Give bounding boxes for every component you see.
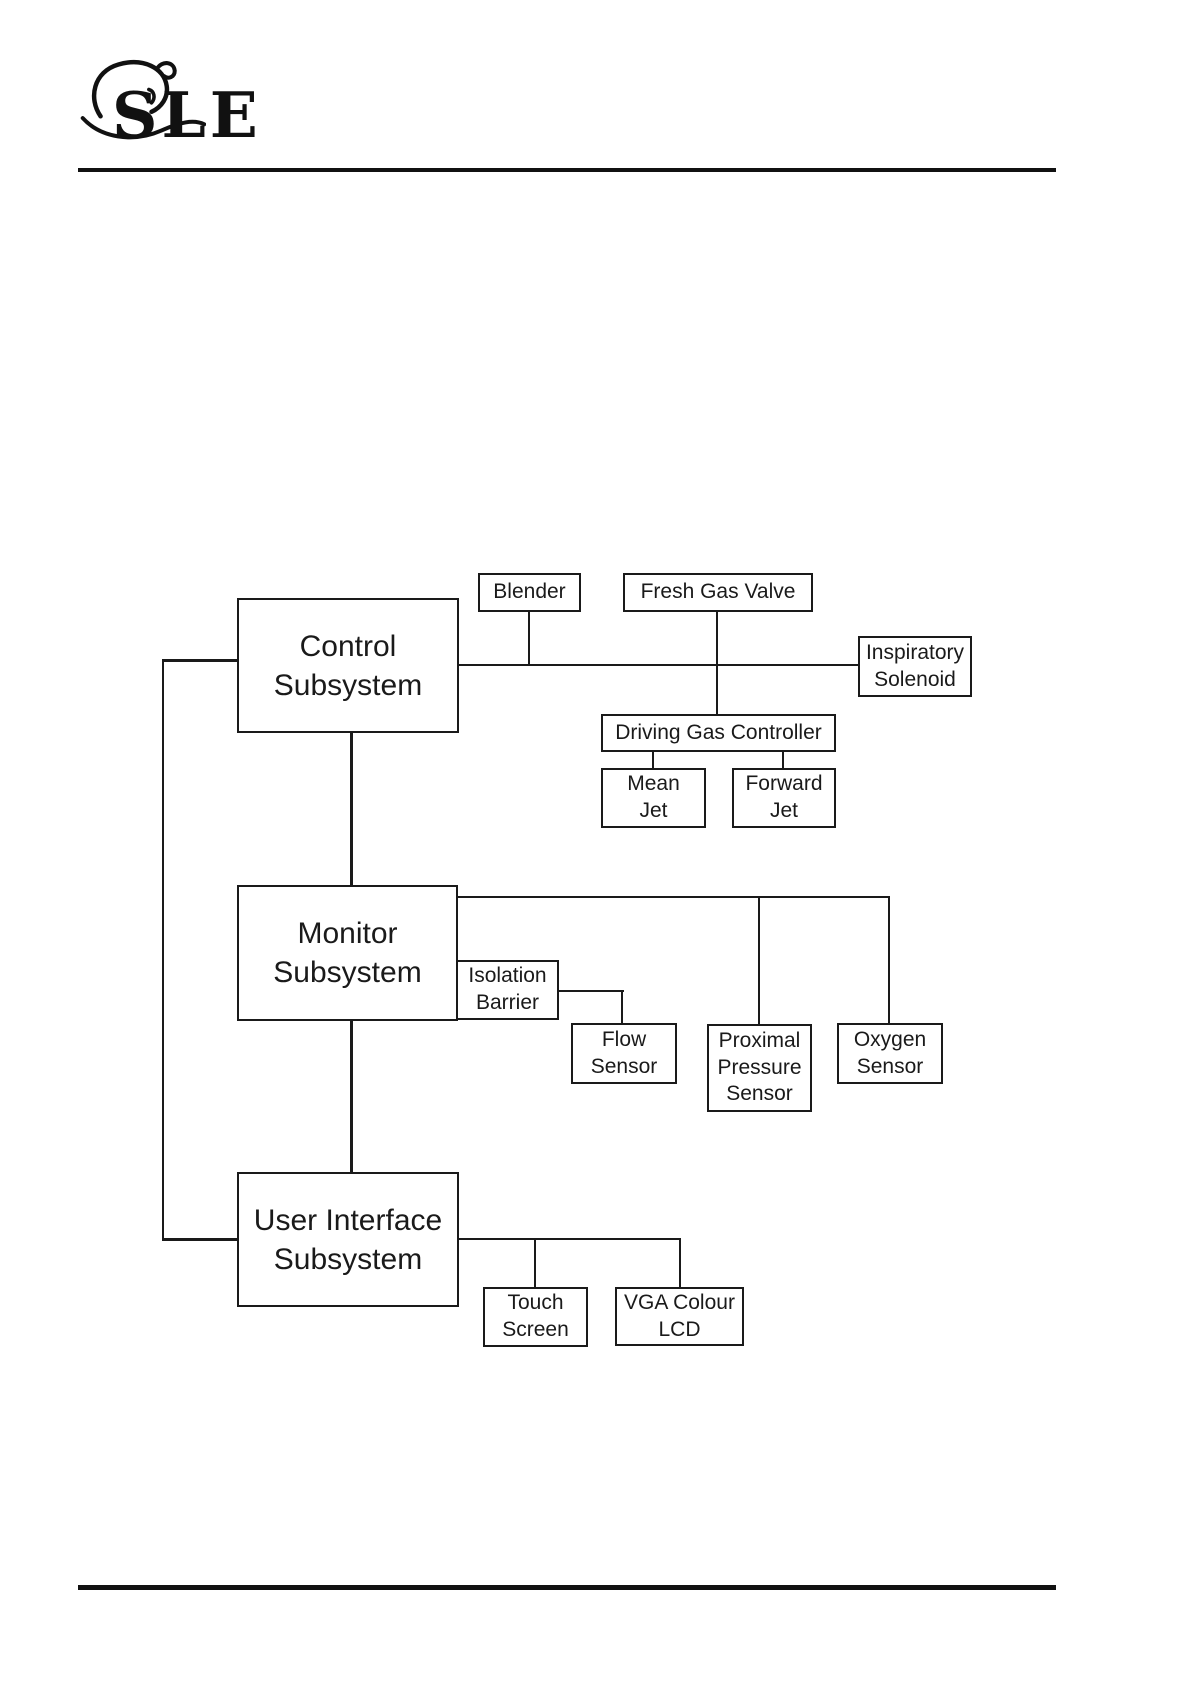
connector-control-bus [457, 664, 860, 666]
isolation-barrier-label-2: Barrier [475, 991, 539, 1014]
baby-face-icon [80, 60, 206, 140]
proximal-pressure-sensor-label-3: Sensor [726, 1082, 793, 1106]
connector-isolation-h [556, 990, 624, 992]
user-interface-subsystem-box: User Interface Subsystem [237, 1172, 459, 1307]
flow-sensor-label-2: Sensor [590, 1054, 658, 1078]
fresh-gas-valve-box: Fresh Gas Valve [623, 573, 813, 612]
isolation-barrier-label: Isolation [468, 964, 547, 988]
vga-colour-lcd-label-2: LCD [658, 1317, 701, 1341]
connector-bracket-vertical [162, 659, 164, 1241]
inspiratory-solenoid-box: Inspiratory Solenoid [858, 636, 972, 697]
user-interface-subsystem-label: User Interface [253, 1203, 443, 1237]
flow-sensor-label: Flow [601, 1027, 647, 1051]
mean-jet-label: Mean [627, 772, 680, 796]
blender-box: Blender [478, 573, 581, 612]
connector-vga-stub [679, 1238, 681, 1289]
header-rule [78, 168, 1056, 172]
connector-touch-stub [534, 1238, 536, 1289]
user-interface-subsystem-label-2: Subsystem [273, 1242, 423, 1276]
connector-bracket-top [162, 659, 239, 662]
monitor-subsystem-label: Monitor [297, 917, 398, 950]
forward-jet-box: Forward Jet [732, 768, 836, 828]
inspiratory-solenoid-label: Inspiratory [865, 640, 965, 664]
connector-ui-bus [457, 1238, 681, 1240]
isolation-barrier-box: Isolation Barrier [456, 960, 559, 1020]
inspiratory-solenoid-label-2: Solenoid [874, 667, 956, 691]
oxygen-sensor-label: Oxygen [853, 1027, 927, 1051]
proximal-pressure-sensor-label-2: Pressure [717, 1055, 802, 1079]
connector-fgv-dgc [716, 610, 718, 716]
driving-gas-controller-label: Driving Gas Controller [615, 720, 822, 744]
touch-screen-label: Touch [507, 1291, 564, 1315]
forward-jet-label-2: Jet [769, 799, 798, 822]
touch-screen-label-2: Screen [502, 1318, 569, 1341]
oxygen-sensor-label-2: Sensor [856, 1054, 924, 1078]
control-subsystem-box: Control Subsystem [237, 598, 459, 733]
connector-bracket-bottom [162, 1238, 239, 1241]
connector-mean-jet-stub [652, 750, 654, 770]
vga-colour-lcd-label: VGA Colour [624, 1290, 735, 1314]
connector-monitor-ui [350, 1021, 353, 1172]
proximal-pressure-sensor-label: Proximal [718, 1028, 801, 1052]
connector-oxygen-stub [888, 896, 890, 1025]
vga-colour-lcd-box: VGA Colour LCD [615, 1287, 744, 1346]
blender-label: Blender [493, 580, 566, 604]
control-subsystem-label: Control [299, 629, 397, 663]
flow-sensor-box: Flow Sensor [571, 1023, 677, 1084]
footer-rule [78, 1585, 1056, 1590]
connector-monitor-bus [456, 896, 890, 898]
sle-logo-text: SLE [112, 78, 262, 152]
connector-blender-stub [528, 610, 530, 666]
connector-forward-jet-stub [782, 750, 784, 770]
connector-control-monitor [350, 733, 353, 885]
mean-jet-box: Mean Jet [601, 768, 706, 828]
monitor-subsystem-box: Monitor Subsystem [237, 885, 458, 1021]
proximal-pressure-sensor-box: Proximal Pressure Sensor [707, 1024, 812, 1112]
oxygen-sensor-box: Oxygen Sensor [837, 1023, 943, 1084]
touch-screen-box: Touch Screen [483, 1287, 588, 1347]
monitor-subsystem-label-2: Subsystem [273, 956, 422, 989]
driving-gas-controller-box: Driving Gas Controller [601, 714, 836, 752]
mean-jet-label-2: Jet [639, 799, 668, 822]
connector-proximal-stub [758, 896, 760, 1026]
forward-jet-label: Forward [745, 772, 823, 796]
connector-flow-stub [621, 990, 623, 1025]
fresh-gas-valve-label: Fresh Gas Valve [640, 580, 796, 604]
control-subsystem-label-2: Subsystem [273, 668, 423, 702]
